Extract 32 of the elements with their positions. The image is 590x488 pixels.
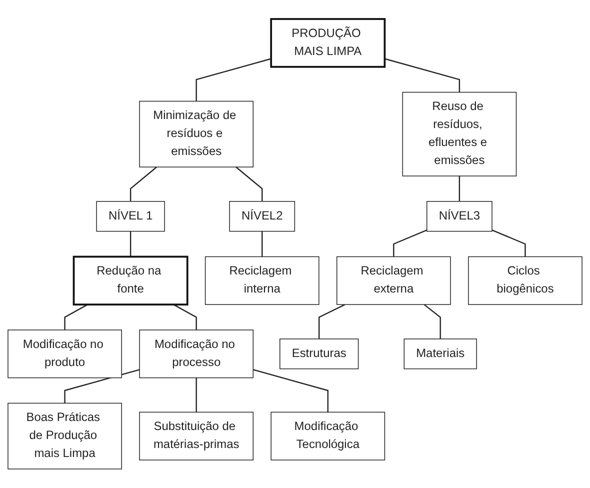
connector [130, 166, 158, 202]
connector [384, 58, 460, 92]
node-box: Substituição de matérias-primas [139, 412, 254, 460]
node-box: Estruturas [280, 338, 359, 370]
connector [196, 378, 197, 412]
connector [64, 369, 140, 404]
connector [393, 229, 428, 257]
connector [173, 304, 197, 330]
node-box: Modificação no processo [139, 330, 254, 378]
node-box: NÍVEL2 [229, 201, 296, 232]
node-box: Redução na fonte [72, 256, 188, 306]
connector [458, 176, 460, 202]
connector [252, 369, 328, 412]
node-box: Modificação Tecnológica [270, 412, 386, 460]
node-box: Ciclos biogênicos [468, 256, 582, 305]
connector [424, 304, 441, 339]
node-box: NÍVEL3 [426, 201, 492, 232]
connector [130, 231, 132, 257]
connector [64, 304, 88, 330]
node-box: NÍVEL 1 [96, 201, 165, 232]
node-box: Modificação no produto [8, 330, 122, 378]
connector [236, 166, 263, 202]
connector [492, 229, 526, 257]
connector [196, 58, 272, 102]
node-box: Materiais [404, 338, 477, 370]
node-box: Boas Práticas de Produção mais Limpa [8, 402, 122, 470]
node-box: Minimização de resíduos e emissões [139, 100, 254, 168]
node-box: Reuso de resíduos, efluentes e emissões [402, 92, 517, 176]
node-box: Reciclagem interna [204, 256, 320, 305]
node-box: PRODUÇÃO MAIS LIMPA [270, 18, 386, 68]
node-box: Reciclagem externa [336, 256, 451, 305]
connector [262, 231, 263, 257]
